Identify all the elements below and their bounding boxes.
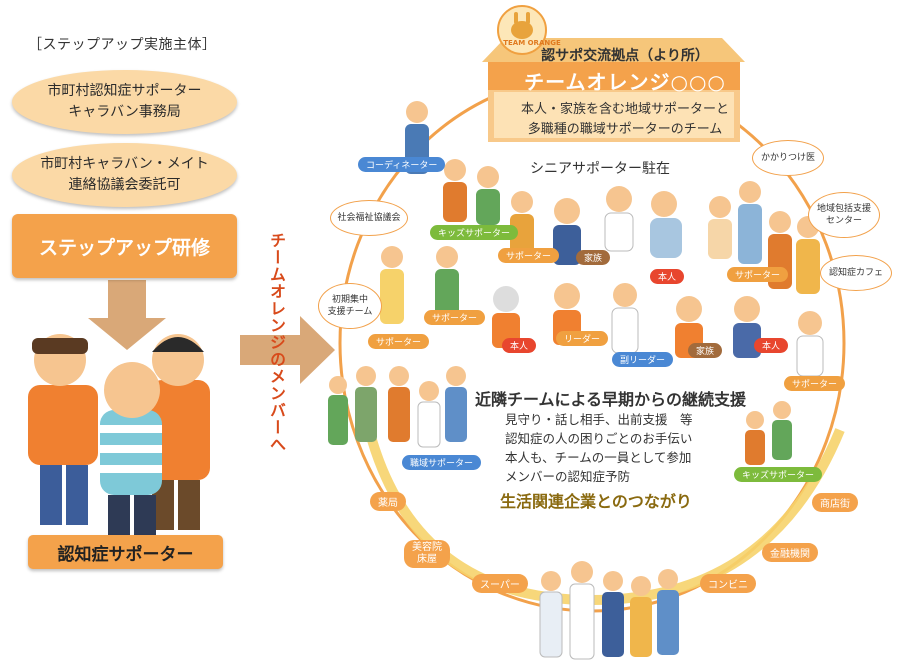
neighbor-team-heading: 近隣チームによる早期からの継続支援 (475, 390, 747, 409)
support-item: 本人も、チームの一員として参加 (505, 450, 692, 465)
role-tag: サポーター (424, 310, 486, 325)
initial-intensive-team-label: 初期集中 支援チーム (318, 283, 382, 329)
role-tag: キッズサポーター (430, 225, 519, 240)
business-convenience-store: コンビニ (700, 574, 756, 593)
dementia-cafe-label: 認知症カフェ (820, 255, 892, 291)
role-tag: 副リーダー (612, 352, 674, 367)
dementia-supporter-label: 認知症サポーター (28, 535, 223, 569)
role-tag: 家族 (688, 343, 723, 358)
senior-supporter-text: シニアサポーター駐在 (530, 161, 670, 177)
team-description-line2: 多職種の職域サポーターのチーム (527, 122, 723, 137)
right-arrow (240, 316, 335, 384)
support-items-list: 見守り・話し相手、出前支援 等 認知症の人の困りごとのお手伝い 本人も、チームの… (505, 410, 693, 486)
role-tag: サポーター (368, 334, 430, 349)
business-salon: 美容院 床屋 (404, 540, 450, 568)
role-tag: サポーター (498, 248, 560, 263)
role-tag: 本人 (502, 338, 537, 353)
business-pharmacy: 薬局 (370, 492, 406, 511)
business-link-heading: 生活関連企業とのつながり (500, 492, 692, 511)
team-orange-logo (497, 5, 547, 55)
label-text: 支援チーム (327, 307, 373, 317)
hub-title: 認サポ交流拠点（より所） (541, 48, 709, 64)
implementer-header: ［ステップアップ実施主体］ (28, 37, 217, 53)
role-tag: 本人 (754, 338, 789, 353)
business-shopping-street: 商店街 (812, 493, 858, 512)
logo-text: TEAM ORANGE (503, 39, 561, 47)
label-text: 社会福祉協議会 (337, 213, 401, 223)
support-item: 見守り・話し相手、出前支援 等 (505, 412, 693, 427)
role-tag: 家族 (576, 250, 611, 265)
label-text: 地域包括支援 (816, 204, 871, 214)
label-text: かかりつけ医 (760, 153, 816, 163)
role-tag: コーディネーター (358, 157, 446, 172)
oval2-line2: 連絡協議会委託可 (68, 177, 181, 193)
oval2-line1: 市町村キャラバン・メイト (40, 156, 209, 172)
label-text: 認知症カフェ (828, 268, 883, 278)
team-figures (328, 101, 824, 660)
role-tag: 本人 (650, 269, 685, 284)
oval1-line2: キャラバン事務局 (68, 104, 181, 120)
team-description-line1: 本人・家族を含む地域サポーターと (520, 102, 729, 117)
business-bank: 金融機関 (762, 543, 818, 562)
role-tag: キッズサポーター (734, 467, 823, 482)
role-tag: リーダー (556, 331, 609, 346)
oval1-line1: 市町村認知症サポーター (47, 83, 202, 99)
role-tag: サポーター (784, 376, 846, 391)
support-item: メンバーの認知症予防 (505, 469, 631, 484)
community-center-label: 地域包括支援 センター (808, 192, 880, 238)
business-supermarket: スーパー (472, 574, 528, 593)
step-up-training-box: ステップアップ研修 (12, 214, 237, 278)
down-arrow (88, 280, 166, 350)
support-item: 認知症の人の困りごとのお手伝い (505, 431, 693, 446)
social-welfare-council-label: 社会福祉協議会 (330, 200, 408, 236)
left-supporters-illustration (28, 334, 210, 535)
house-icon (482, 38, 745, 142)
team-name: チームオレンジ○○○ (524, 70, 726, 94)
family-doctor-label: かかりつけ医 (752, 140, 824, 176)
arrow-caption: チームオレンジのメンバーへ (267, 232, 286, 453)
label-text: センター (825, 216, 862, 226)
team-description: 本人・家族を含む地域サポーターと 多職種の職域サポーターのチーム (500, 100, 750, 140)
caravan-office-oval: 市町村認知症サポーター キャラバン事務局 (12, 70, 237, 134)
role-tag: サポーター (727, 267, 789, 282)
caravan-mate-council-oval: 市町村キャラバン・メイト 連絡協議会委託可 (12, 143, 237, 207)
role-tag: 職域サポーター (402, 455, 482, 470)
label-text: 初期集中 (331, 295, 368, 305)
